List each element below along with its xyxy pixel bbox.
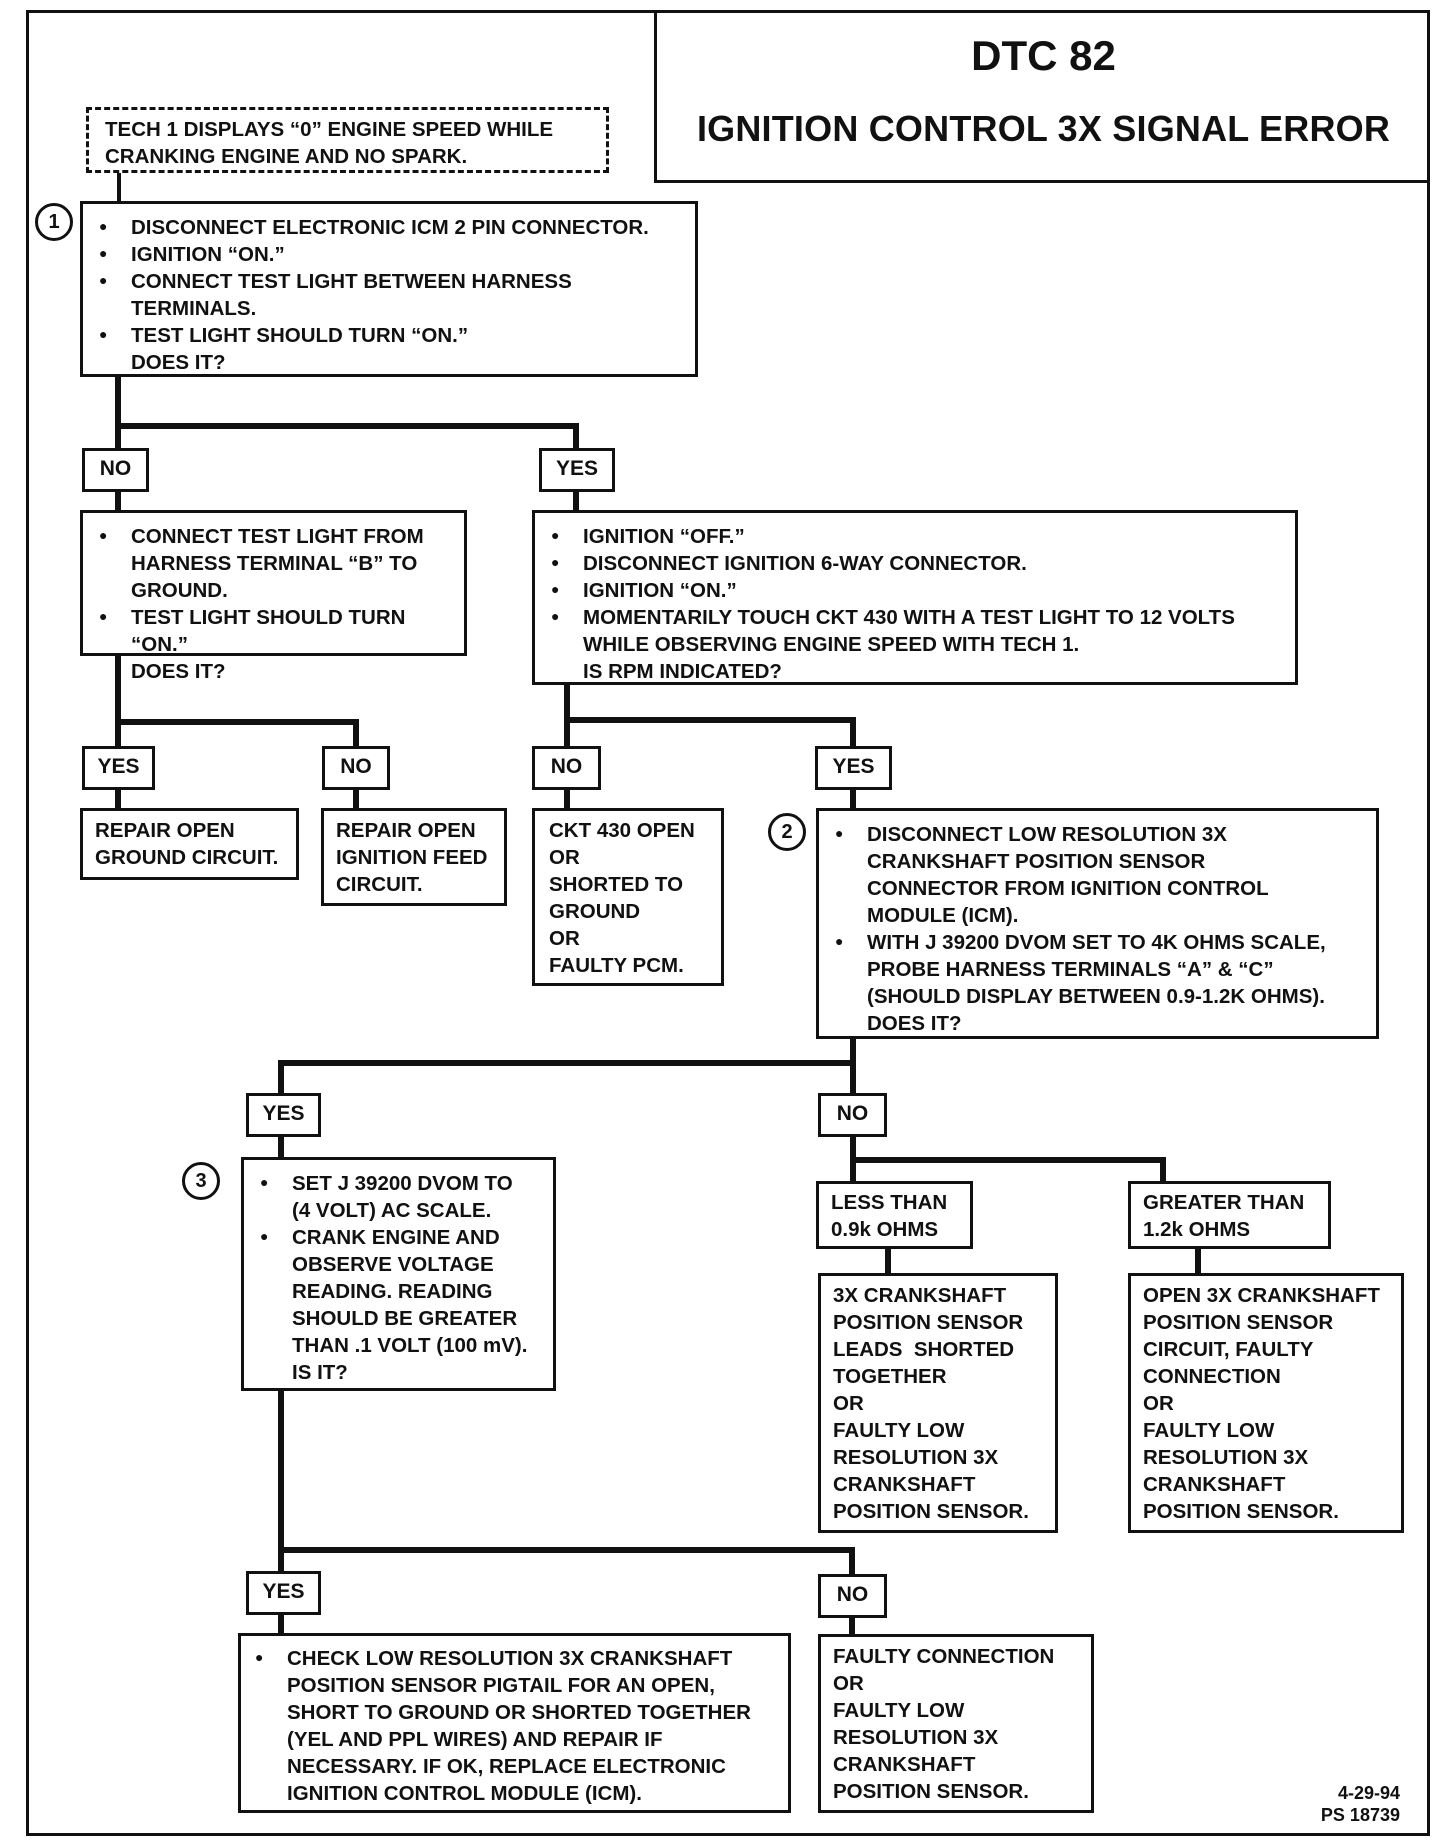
result-line: RESOLUTION 3X: [833, 1726, 999, 1749]
connector-line: [115, 719, 359, 751]
step-3-box: SET J 39200 DVOM TO (4 VOLT) AC SCALE. C…: [241, 1157, 556, 1391]
step-2-box: DISCONNECT LOW RESOLUTION 3X CRANKSHAFT …: [816, 808, 1379, 1039]
step-3-yes-box: CHECK LOW RESOLUTION 3X CRANKSHAFT POSIT…: [238, 1633, 791, 1813]
step-number-1: 1: [35, 203, 73, 241]
result-line: OR: [549, 846, 580, 869]
step-1-bullet: TEST LIGHT SHOULD TURN “ON.” DOES IT?: [95, 321, 683, 376]
step-1-box: DISCONNECT ELECTRONIC ICM 2 PIN CONNECTO…: [80, 201, 698, 377]
step-1-no-box: CONNECT TEST LIGHT FROM HARNESS TERMINAL…: [80, 510, 467, 683]
connector-line: [564, 717, 856, 751]
dtc-title: IGNITION CONTROL 3X SIGNAL ERROR: [696, 108, 1391, 149]
greater-than-box: GREATER THAN 1.2k OHMS: [1128, 1181, 1331, 1249]
result-line: POSITION SENSOR.: [833, 1780, 1029, 1803]
result-line: OR: [1143, 1392, 1174, 1415]
title-box: DTC 82 IGNITION CONTROL 3X SIGNAL ERROR: [654, 12, 1430, 183]
result-line: SHORTED TO: [549, 873, 684, 896]
less-than-box: LESS THAN 0.9k OHMS: [816, 1181, 973, 1249]
result-line: POSITION SENSOR: [833, 1311, 1024, 1334]
step-2-bullet: DISCONNECT LOW RESOLUTION 3X CRANKSHAFT …: [831, 820, 1364, 929]
result-line: OPEN 3X CRANKSHAFT: [1143, 1284, 1380, 1307]
no-label: NO: [82, 448, 149, 492]
dtc-code: DTC 82: [971, 32, 1116, 79]
result-line: GREATER THAN: [1143, 1191, 1305, 1214]
step-1-bullet: IGNITION “ON.”: [95, 240, 683, 268]
result-line: 1.2k OHMS: [1143, 1218, 1251, 1241]
step-1-bullet: DISCONNECT ELECTRONIC ICM 2 PIN CONNECTO…: [95, 213, 683, 241]
start-line: TECH 1 DISPLAYS “0” ENGINE SPEED WHILE: [105, 118, 554, 141]
result-line: FAULTY LOW: [833, 1699, 965, 1722]
result-line: OR: [833, 1672, 864, 1695]
yes-label: YES: [82, 746, 155, 790]
no-label: NO: [818, 1093, 887, 1137]
yes-label: YES: [246, 1571, 321, 1615]
repair-feed-box: REPAIR OPEN IGNITION FEED CIRCUIT.: [321, 808, 507, 906]
result-line: CIRCUIT, FAULTY: [1143, 1338, 1314, 1361]
result-line: FAULTY LOW: [1143, 1419, 1275, 1442]
result-line: REPAIR OPEN: [336, 819, 476, 842]
faulty-result-box: FAULTY CONNECTION OR FAULTY LOW RESOLUTI…: [818, 1634, 1094, 1813]
step-3-yes-bullet: CHECK LOW RESOLUTION 3X CRANKSHAFT POSIT…: [251, 1644, 778, 1807]
diagram-frame: [26, 10, 1430, 1836]
result-line: OR: [549, 927, 580, 950]
result-line: CRANKSHAFT: [833, 1473, 976, 1496]
no-label: NO: [322, 746, 390, 790]
result-line: 3X CRANKSHAFT: [833, 1284, 1007, 1307]
open-result-box: OPEN 3X CRANKSHAFT POSITION SENSOR CIRCU…: [1128, 1273, 1404, 1533]
yes-label: YES: [815, 746, 892, 790]
result-line: CONNECTION: [1143, 1365, 1281, 1388]
start-condition-box: TECH 1 DISPLAYS “0” ENGINE SPEED WHILE C…: [86, 107, 609, 173]
result-line: OR: [833, 1392, 864, 1415]
step-1-yes-bullet: IGNITION “ON.”: [547, 576, 1283, 604]
result-line: RESOLUTION 3X: [1143, 1446, 1309, 1469]
result-line: CKT 430 OPEN: [549, 819, 695, 842]
start-line: CRANKING ENGINE AND NO SPARK.: [105, 145, 468, 168]
no-label: NO: [818, 1574, 887, 1618]
step-1-yes-bullet: DISCONNECT IGNITION 6-WAY CONNECTOR.: [547, 549, 1283, 577]
connector-line: [278, 1060, 856, 1098]
no-label: NO: [532, 746, 601, 790]
connector-line: [850, 1157, 1166, 1184]
step-3-bullet: SET J 39200 DVOM TO (4 VOLT) AC SCALE.: [256, 1169, 541, 1224]
result-line: FAULTY LOW: [833, 1419, 965, 1442]
result-line: CRANKSHAFT: [833, 1753, 976, 1776]
connector-line: [115, 423, 579, 453]
result-line: FAULTY PCM.: [549, 954, 684, 977]
yes-label: YES: [539, 448, 615, 492]
repair-ground-box: REPAIR OPEN GROUND CIRCUIT.: [80, 808, 299, 880]
step-1-bullet: CONNECT TEST LIGHT BETWEEN HARNESS TERMI…: [95, 267, 683, 322]
step-1-yes-bullet: IGNITION “OFF.”: [547, 522, 1283, 550]
result-line: TOGETHER: [833, 1365, 947, 1388]
step-1-no-bullet: CONNECT TEST LIGHT FROM HARNESS TERMINAL…: [95, 522, 452, 604]
shorted-result-box: 3X CRANKSHAFT POSITION SENSOR LEADS SHOR…: [818, 1273, 1058, 1533]
result-line: IGNITION FEED: [336, 846, 488, 869]
connector-line: [278, 1547, 855, 1577]
step-1-yes-bullet: MOMENTARILY TOUCH CKT 430 WITH A TEST LI…: [547, 603, 1283, 685]
step-number-3: 3: [182, 1162, 220, 1200]
footer-ref: PS 18739: [1320, 1805, 1400, 1825]
result-line: RESOLUTION 3X: [833, 1446, 999, 1469]
result-line: POSITION SENSOR.: [833, 1500, 1029, 1523]
result-line: LESS THAN: [831, 1191, 948, 1214]
step-1-no-bullet: TEST LIGHT SHOULD TURN “ON.” DOES IT?: [95, 603, 452, 685]
footer-date: 4-29-94: [1337, 1783, 1400, 1803]
result-line: REPAIR OPEN: [95, 819, 235, 842]
result-line: GROUND CIRCUIT.: [95, 846, 279, 869]
step-3-bullet: CRANK ENGINE AND OBSERVE VOLTAGE READING…: [256, 1223, 541, 1386]
result-line: CRANKSHAFT: [1143, 1473, 1286, 1496]
result-line: CIRCUIT.: [336, 873, 423, 896]
yes-label: YES: [246, 1093, 321, 1137]
result-line: 0.9k OHMS: [831, 1218, 939, 1241]
result-line: GROUND: [549, 900, 641, 923]
ckt430-box: CKT 430 OPEN OR SHORTED TO GROUND OR FAU…: [532, 808, 724, 986]
step-number-2: 2: [768, 813, 806, 851]
result-line: LEADS SHORTED: [833, 1338, 1015, 1361]
step-1-yes-box: IGNITION “OFF.” DISCONNECT IGNITION 6-WA…: [532, 510, 1298, 685]
result-line: POSITION SENSOR.: [1143, 1500, 1339, 1523]
step-2-bullet: WITH J 39200 DVOM SET TO 4K OHMS SCALE, …: [831, 928, 1364, 1037]
result-line: FAULTY CONNECTION: [833, 1645, 1055, 1668]
result-line: POSITION SENSOR: [1143, 1311, 1334, 1334]
footer-reference: 4-29-94 PS 18739: [1321, 1782, 1400, 1826]
